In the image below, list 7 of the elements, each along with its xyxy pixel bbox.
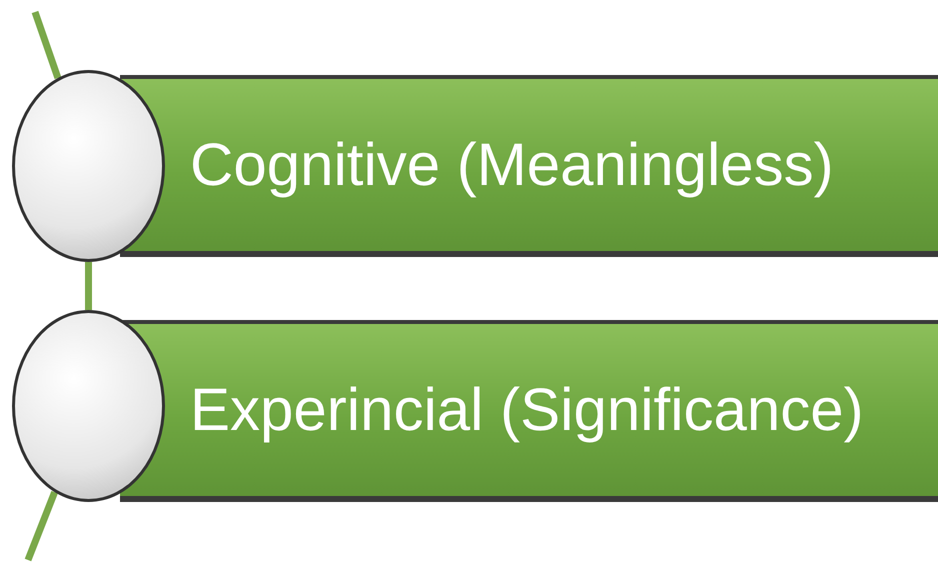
connector-line	[85, 262, 92, 310]
bar-label: Experincial (Significance)	[190, 380, 864, 440]
connector-line	[24, 490, 58, 562]
label-bar	[120, 75, 938, 257]
connector-line	[32, 10, 62, 80]
bar-label: Cognitive (Meaningless)	[190, 135, 834, 195]
label-bar	[120, 320, 938, 502]
